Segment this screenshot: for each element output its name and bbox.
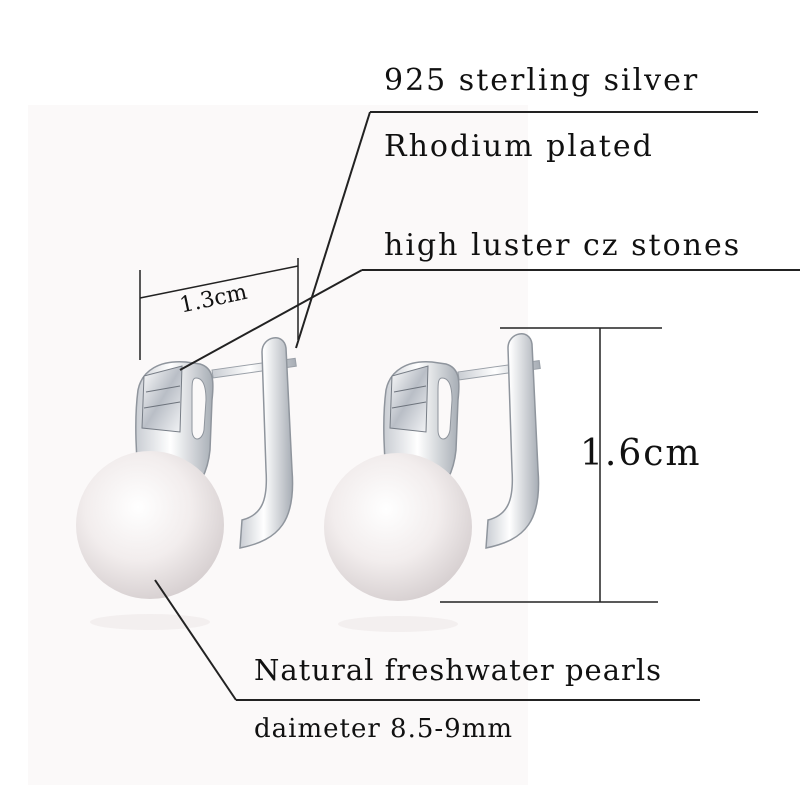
- plating-label: Rhodium plated: [384, 129, 654, 164]
- leader-lines: [154, 111, 800, 701]
- right-pearl: [324, 453, 472, 601]
- height-dimension: [440, 327, 662, 603]
- material-label: 925 sterling silver: [384, 63, 700, 98]
- width-dimension: [139, 258, 299, 360]
- left-earring: [76, 337, 297, 630]
- pearl-label: Natural freshwater pearls: [254, 653, 663, 687]
- right-earring: [324, 333, 541, 632]
- left-pearl: [76, 451, 224, 599]
- diameter-label: daimeter 8.5-9mm: [254, 714, 514, 744]
- height-label: 1.6cm: [580, 433, 702, 474]
- stones-label: high luster cz stones: [384, 228, 742, 263]
